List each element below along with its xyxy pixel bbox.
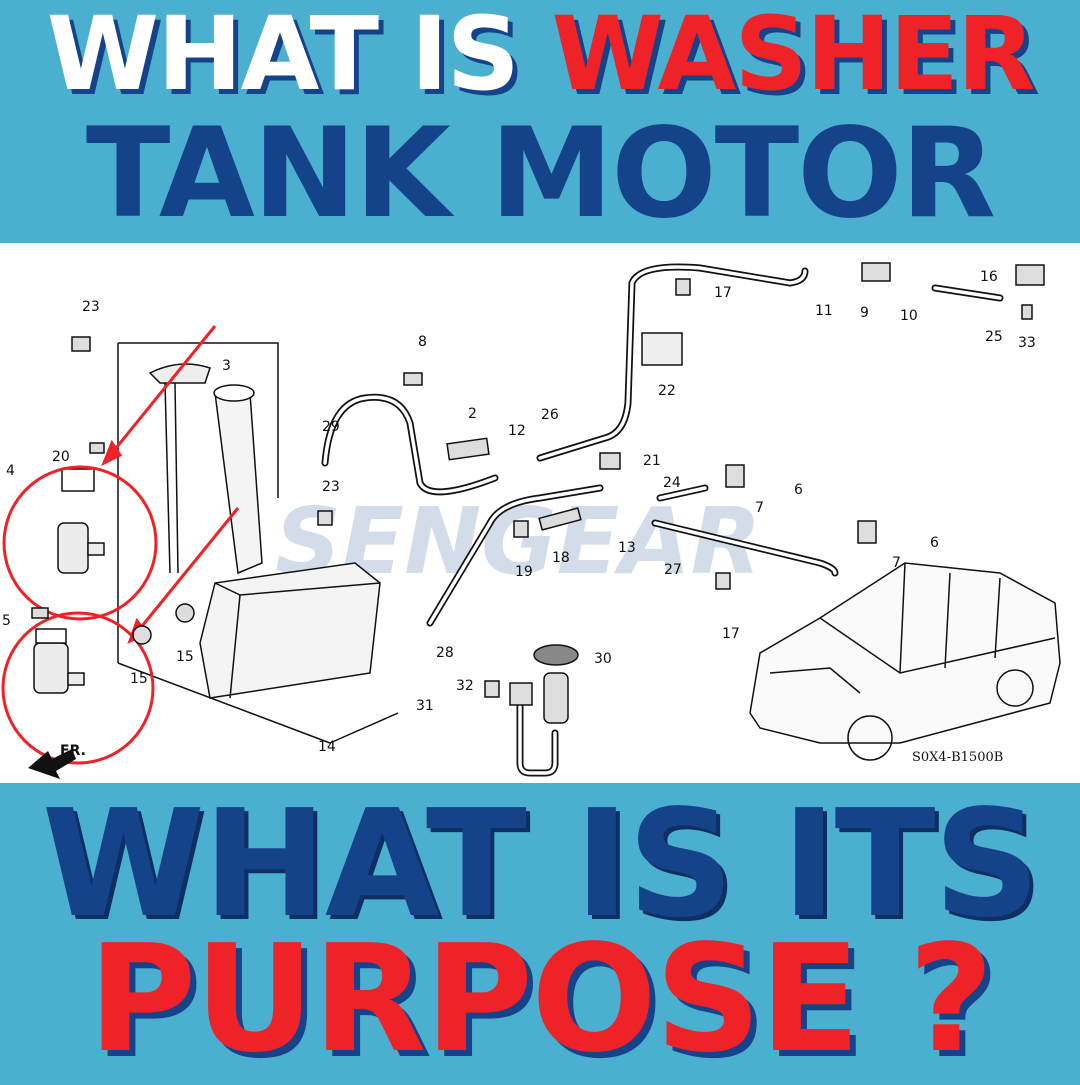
callout-label: 3 (222, 358, 231, 374)
callout-label: 32 (456, 678, 474, 694)
callout-label: 25 (985, 329, 1003, 345)
callout-label: 27 (664, 562, 682, 578)
callout-label: 13 (618, 540, 636, 556)
callout-label: 4 (6, 463, 15, 479)
callout-label: 15 (176, 649, 194, 665)
callout-label: 6 (930, 535, 939, 551)
front-arrow-icon: FR. (28, 743, 86, 779)
callout-label: 5 (2, 613, 11, 629)
callout-label: 17 (722, 626, 740, 642)
washer-motor-upper (57, 468, 105, 574)
title-line-1: WHAT IS WASHER (0, 4, 1080, 106)
callout-label: 16 (980, 269, 998, 285)
callout-label: 18 (552, 550, 570, 566)
parts-diagram: SENGEAR (0, 243, 1080, 783)
direction-label: FR. (60, 743, 86, 759)
callout-label: 6 (794, 482, 803, 498)
small-parts (31, 262, 1045, 724)
callout-label: 31 (416, 698, 434, 714)
callout-label: 23 (322, 479, 340, 495)
callout-label: 22 (658, 383, 676, 399)
callout-label: 7 (892, 555, 901, 571)
callout-label: 29 (322, 419, 340, 435)
title-red-text: WASHER (551, 0, 1036, 114)
callout-label: 2 (468, 406, 477, 422)
hoses-inner (323, 265, 1002, 775)
title-line-2: TANK MOTOR (85, 102, 996, 246)
callout-label: 24 (663, 475, 681, 491)
callout-label: 14 (318, 739, 336, 755)
callout-label: 20 (52, 449, 70, 465)
callout-label: 21 (643, 453, 661, 469)
callout-labels: 23 3 8 20 4 5 15 15 23 14 29 2 12 26 21 … (2, 269, 1036, 755)
part-code: S0X4-B1500B (912, 750, 1003, 765)
washer-motor-lower (33, 628, 85, 694)
callout-label: 28 (436, 645, 454, 661)
callout-label: 30 (594, 651, 612, 667)
callout-label: 8 (418, 334, 427, 350)
motor-highlight (1, 325, 240, 765)
callout-label: 26 (541, 407, 559, 423)
washer-parts-illustration: SENGEAR (1, 262, 1061, 779)
callout-label: 10 (900, 308, 918, 324)
question-line-2: PURPOSE ? (88, 913, 994, 1085)
van-illustration (749, 562, 1061, 761)
callout-label: 15 (130, 671, 148, 687)
callout-label: 23 (82, 299, 100, 315)
callout-label: 7 (755, 500, 764, 516)
callout-label: 17 (714, 285, 732, 301)
callout-label: 12 (508, 423, 526, 439)
callout-label: 11 (815, 303, 833, 319)
callout-label: 9 (860, 305, 869, 321)
title-white-text: WHAT IS (46, 0, 520, 114)
question-line-1: WHAT IS ITS (41, 778, 1040, 950)
callout-label: 19 (515, 564, 533, 580)
callout-label: 33 (1018, 335, 1036, 351)
